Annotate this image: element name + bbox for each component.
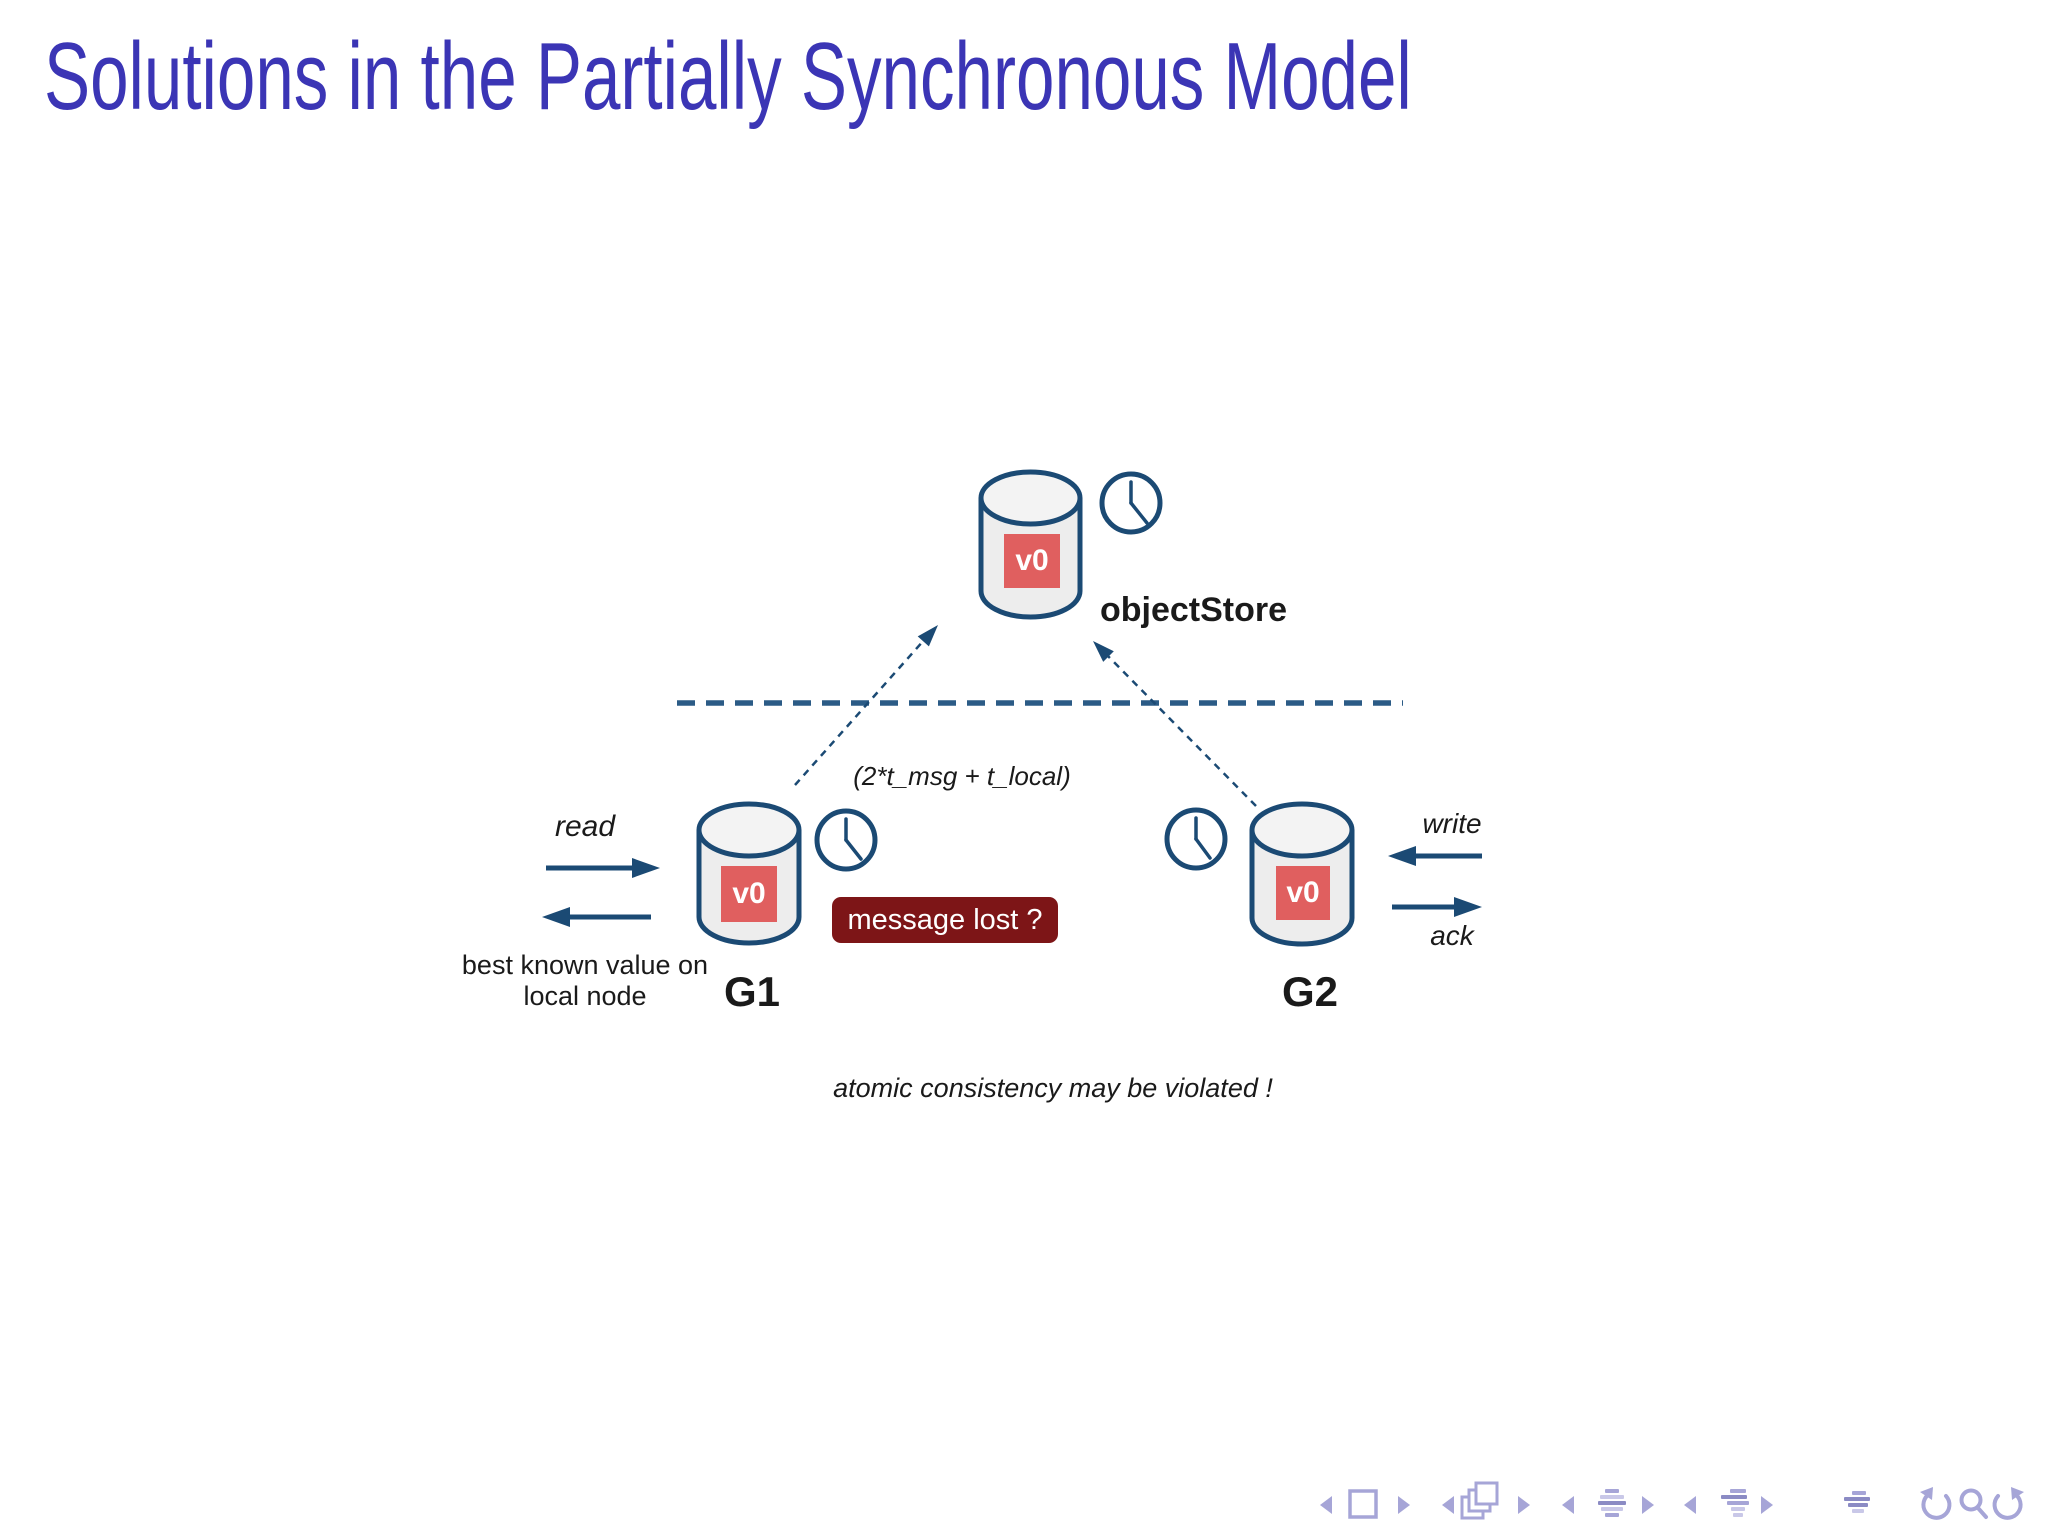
back-icon[interactable] <box>1920 1487 1952 1520</box>
beamer-navigation-bar <box>1320 1481 2024 1520</box>
latency-note: (2*t_msg + t_local) <box>853 761 1071 791</box>
g1-to-store-dashed-arrow <box>794 625 938 786</box>
frame-icon[interactable] <box>1348 1489 1378 1519</box>
objectstore-version-label: v0 <box>1015 544 1049 577</box>
section-toc-icon[interactable] <box>1598 1489 1626 1517</box>
read-label: read <box>554 810 616 843</box>
g1-version-label: v0 <box>732 877 766 910</box>
slide-title: Solutions in the Partially Synchronous M… <box>44 23 1412 130</box>
ack-arrow <box>1392 897 1482 917</box>
subsection-toc-icon[interactable] <box>1721 1489 1749 1517</box>
prev-frame-icon[interactable] <box>1442 1496 1454 1514</box>
forward-icon[interactable] <box>1992 1487 2024 1520</box>
g2-version-box <box>1276 866 1330 920</box>
g2-label: G2 <box>1281 968 1339 1015</box>
footnote: atomic consistency may be violated ! <box>833 1073 1273 1103</box>
g2-to-store-dashed-arrow <box>1093 641 1257 807</box>
g1-cylinder <box>696 801 802 946</box>
g1-label: G1 <box>723 968 781 1015</box>
objectstore-version-box <box>1004 534 1060 588</box>
write-arrow <box>1388 846 1482 866</box>
prev-slide-icon[interactable] <box>1320 1496 1332 1514</box>
objectstore-label: objectStore <box>1100 591 1288 629</box>
best-known-value-caption: best known value on local node <box>462 950 708 1012</box>
g2-cylinder <box>1249 801 1355 947</box>
g2-version-label: v0 <box>1286 876 1320 909</box>
next-frame-icon[interactable] <box>1518 1496 1530 1514</box>
prev-section-icon[interactable] <box>1684 1496 1696 1514</box>
next-subsection-icon[interactable] <box>1642 1496 1654 1514</box>
prev-subsection-icon[interactable] <box>1562 1496 1574 1514</box>
next-slide-icon[interactable] <box>1398 1496 1410 1514</box>
g1-version-box <box>721 866 777 922</box>
search-icon[interactable] <box>1959 1488 1988 1519</box>
message-lost-box <box>832 897 1058 943</box>
g1-clock-icon <box>814 808 878 872</box>
write-label: write <box>1422 808 1482 839</box>
read-arrow <box>546 858 660 878</box>
appendix-icon[interactable] <box>1844 1491 1870 1513</box>
objectstore-clock-icon <box>1099 471 1163 535</box>
read-reply-arrow <box>542 907 651 927</box>
objectstore-cylinder <box>978 469 1083 620</box>
best-known-value-line2: local node <box>523 981 647 1011</box>
message-lost-label: message lost ? <box>847 903 1043 936</box>
best-known-value-line1: best known value on <box>461 950 709 980</box>
g2-clock-icon <box>1164 807 1228 871</box>
frames-stack-icon[interactable] <box>1460 1481 1499 1520</box>
ack-label: ack <box>1430 920 1474 951</box>
next-section-icon[interactable] <box>1761 1496 1773 1514</box>
